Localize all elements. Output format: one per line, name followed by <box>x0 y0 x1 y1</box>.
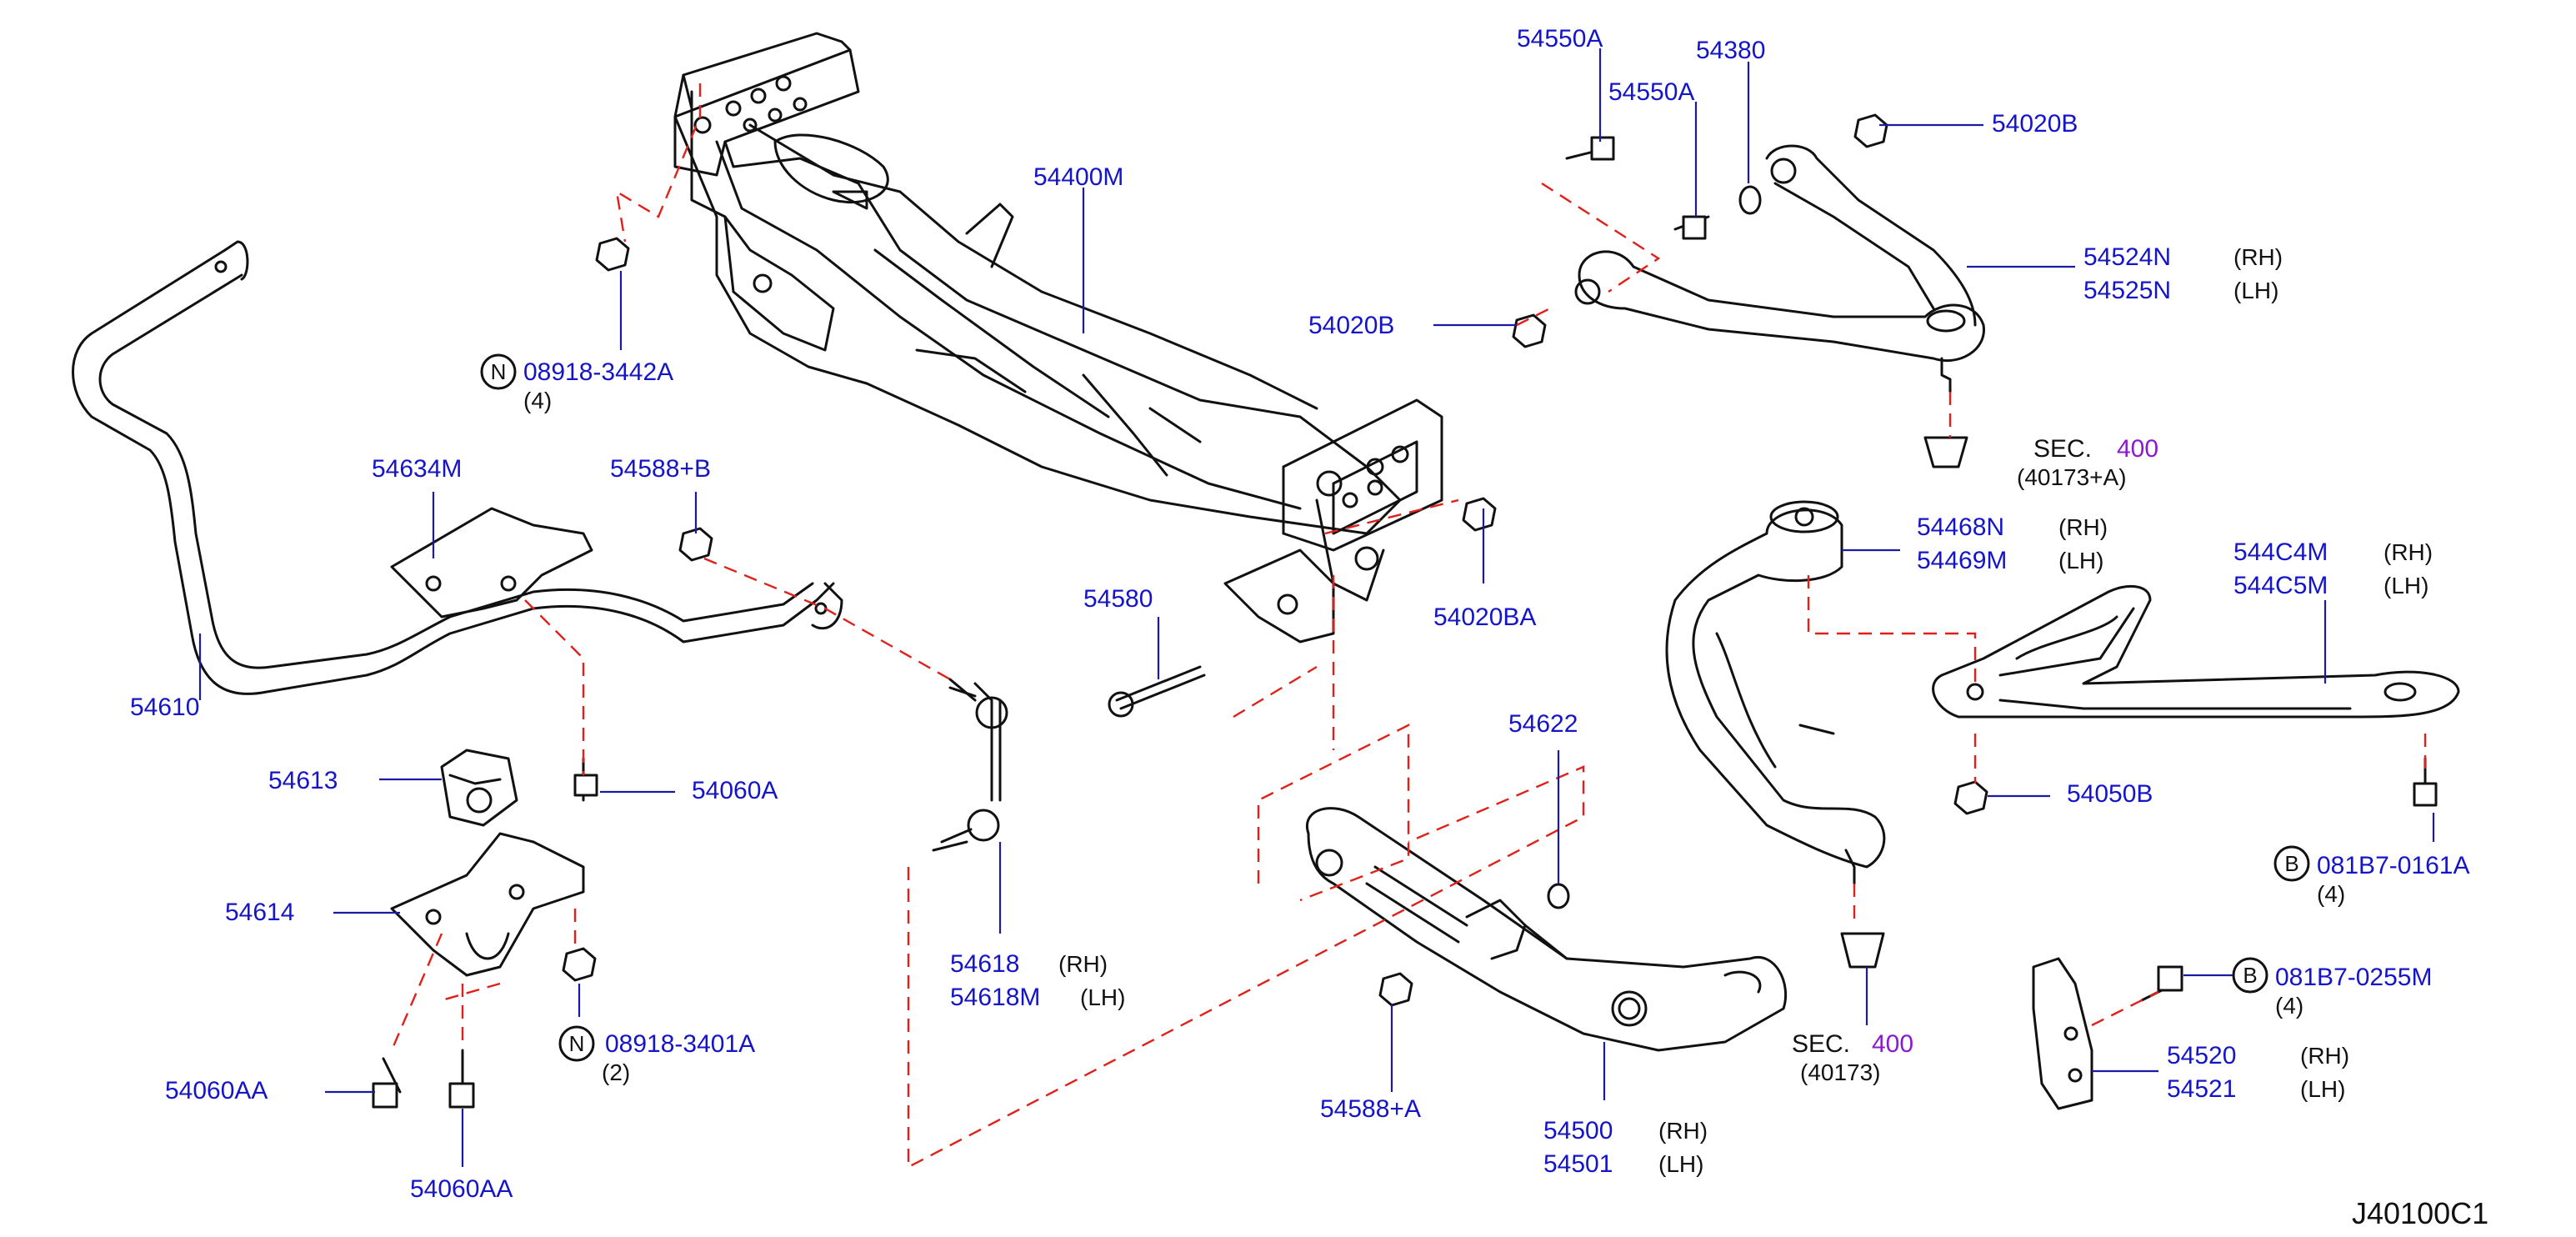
side-rh: (RH) <box>2383 539 2433 565</box>
side-lh: (LH) <box>1080 984 1125 1010</box>
notice-letter: N <box>491 359 507 384</box>
label-54622: 54622 <box>1508 710 1578 738</box>
side-rh: (RH) <box>2300 1043 2349 1069</box>
label-54520: 54520 <box>2167 1042 2236 1069</box>
notice-letter: B <box>2284 851 2298 876</box>
label-54550a: 54550A <box>1517 25 1603 53</box>
stabilizer-bar <box>72 240 843 695</box>
label-54500: 54500 <box>1543 1117 1613 1144</box>
quantity: (4) <box>2317 881 2345 907</box>
label-54588a: 54588+A <box>1320 1095 1421 1123</box>
label-544c5m: 544C5M <box>2233 572 2328 599</box>
label-54020b: 54020B <box>1992 110 2078 138</box>
notice-circle-b <box>2273 845 2310 882</box>
stabilizer-clamp-upper <box>390 507 593 618</box>
label-54501: 54501 <box>1543 1150 1613 1178</box>
stabilizer-link <box>940 678 1008 844</box>
side-rh: (RH) <box>2233 244 2283 270</box>
side-rh: (RH) <box>1658 1118 1708 1144</box>
label-54525n: 54525N <box>2083 277 2171 304</box>
label-54613: 54613 <box>268 767 338 794</box>
label-54524n: 54524N <box>2083 243 2171 271</box>
label-54580: 54580 <box>1083 585 1153 613</box>
section-label: SEC. <box>2033 435 2092 463</box>
side-rh: (RH) <box>1058 951 1108 977</box>
label-54469m: 54469M <box>1917 547 2007 574</box>
section-number: 400 <box>1872 1030 1913 1058</box>
label-54468n: 54468N <box>1917 513 2004 541</box>
stabilizer-bushing <box>440 749 518 827</box>
label-54060aa: 54060AA <box>410 1175 513 1203</box>
label-54521: 54521 <box>2167 1075 2236 1103</box>
label-54020ba: 54020BA <box>1433 603 1536 631</box>
label-54614: 54614 <box>225 899 294 926</box>
label-08918-3442a: 08918-3442A <box>523 358 673 386</box>
suspension-member <box>673 32 1443 644</box>
assembly-lines <box>390 83 2427 1169</box>
notice-circle-b <box>2232 957 2268 994</box>
section-reference: (40173) <box>1800 1059 1881 1085</box>
upper-link <box>1574 144 1985 393</box>
bracket <box>2032 957 2093 1110</box>
label-54060a: 54060A <box>692 777 778 804</box>
side-lh: (LH) <box>2300 1076 2345 1102</box>
notice-letter: N <box>569 1031 585 1056</box>
section-number: 400 <box>2117 435 2158 463</box>
section-reference: (40173+A) <box>2017 464 2127 490</box>
notice-letter: B <box>2243 963 2257 988</box>
label-081b7-0161a: 081B7-0161A <box>2317 852 2470 879</box>
label-54050b: 54050B <box>2067 780 2153 808</box>
leader-lines <box>198 48 2435 1167</box>
part-labels: 54400M 54550A 54550A 54380 54020B 54524N… <box>130 25 2488 1230</box>
fasteners <box>372 113 2438 1109</box>
side-rh: (RH) <box>2058 514 2108 540</box>
label-08918-3401a: 08918-3401A <box>605 1030 755 1058</box>
label-54380: 54380 <box>1696 37 1765 64</box>
label-54060aa: 54060AA <box>165 1077 268 1104</box>
label-54588b: 54588+B <box>610 455 711 483</box>
side-lh: (LH) <box>1658 1151 1703 1177</box>
notice-circle-n <box>558 1025 595 1062</box>
label-544c4m: 544C4M <box>2233 538 2328 566</box>
quantity: (2) <box>602 1059 630 1085</box>
notice-circle-n <box>480 353 517 390</box>
stabilizer-clamp-lower <box>390 832 585 977</box>
tension-rod <box>1665 500 1886 885</box>
side-lh: (LH) <box>2058 548 2103 573</box>
section-label: SEC. <box>1792 1030 1850 1058</box>
compression-rod <box>1932 584 2460 719</box>
diagram-code: J40100C1 <box>2352 1196 2488 1230</box>
quantity: (4) <box>2275 993 2303 1019</box>
label-54400m: 54400M <box>1033 163 1123 191</box>
label-54550a: 54550A <box>1608 78 1694 106</box>
label-54634m: 54634M <box>372 455 462 483</box>
label-54618: 54618 <box>950 950 1019 978</box>
label-081b7-0255m: 081B7-0255M <box>2275 964 2432 991</box>
label-54610: 54610 <box>130 694 199 721</box>
lower-link <box>1305 807 1788 1052</box>
label-54020b: 54020B <box>1308 312 1394 339</box>
side-lh: (LH) <box>2383 573 2428 598</box>
side-lh: (LH) <box>2233 278 2278 303</box>
quantity: (4) <box>523 388 552 413</box>
label-54618m: 54618M <box>950 984 1040 1011</box>
